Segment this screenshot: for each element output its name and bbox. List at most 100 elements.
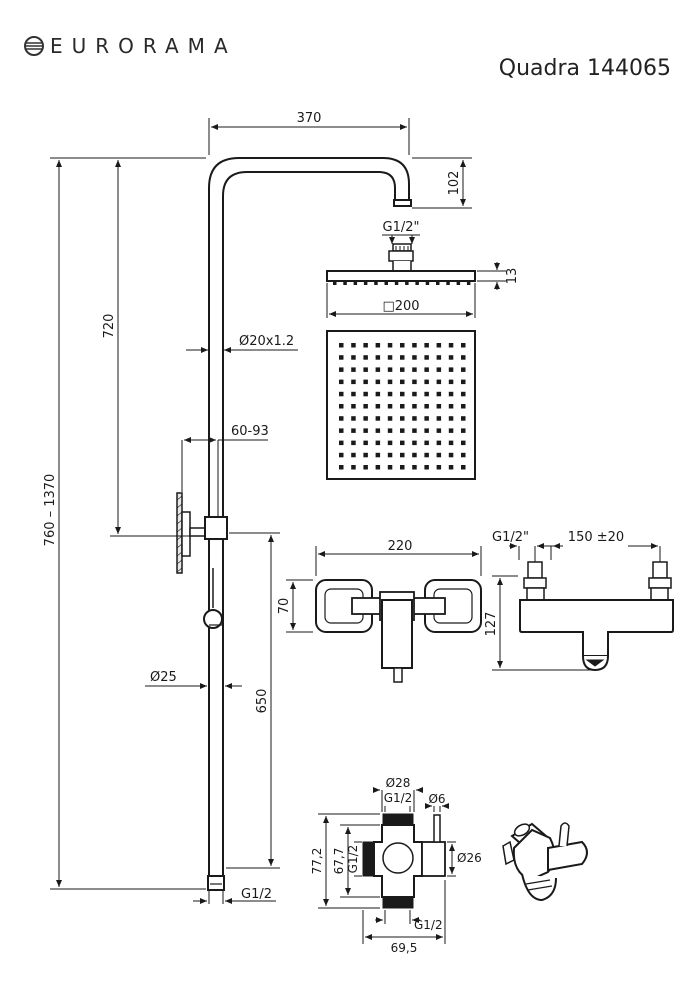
dim-head-thickness: 13 xyxy=(505,268,520,285)
nozzle-dot xyxy=(387,465,393,470)
nozzle-dot xyxy=(424,355,429,360)
dim-total-height: 760 – 1370 xyxy=(43,474,58,547)
dim-head-size: □200 xyxy=(382,299,419,314)
nozzle-dot xyxy=(424,343,429,348)
nozzle-dot xyxy=(363,416,368,421)
dim-thermo-thread: G1/2" xyxy=(492,530,529,545)
nozzle-dot xyxy=(400,452,405,458)
nozzle-dot xyxy=(424,440,429,446)
brand-name: EURORAMA xyxy=(50,34,237,58)
nozzle-dot xyxy=(375,404,381,409)
head-nozzle xyxy=(415,282,419,285)
nozzle-dot xyxy=(363,428,368,433)
nozzle-dot xyxy=(375,343,381,348)
nozzle-dot xyxy=(448,343,454,348)
dim-div-dia-right: Ø26 xyxy=(457,851,482,865)
nozzle-dot xyxy=(461,452,466,458)
nozzle-dot xyxy=(339,391,344,397)
nozzle-dot xyxy=(363,379,368,385)
dim-mixer-width: 220 xyxy=(388,539,413,554)
nozzle-dot xyxy=(375,440,381,446)
nozzle-dot xyxy=(363,343,368,348)
nozzle-dot xyxy=(424,416,429,421)
dim-div-thread-top: G1/2 xyxy=(384,791,413,805)
nozzle-dot xyxy=(448,355,454,360)
nozzle-dot xyxy=(412,367,417,372)
nozzle-dot xyxy=(424,379,429,385)
head-nozzle xyxy=(353,282,358,285)
nozzle-dot xyxy=(448,416,454,421)
nozzle-dot xyxy=(339,367,344,372)
nozzle-dot xyxy=(448,367,454,372)
nozzle-dot xyxy=(412,428,417,433)
nozzle-dot xyxy=(387,355,393,360)
nozzle-dot xyxy=(351,440,356,446)
nozzle-dot xyxy=(412,343,417,348)
column-dimension-lines xyxy=(50,118,506,904)
dim-div-width: 69,5 xyxy=(391,941,418,955)
nozzle-dot xyxy=(351,379,356,385)
dim-mixer-height: 70 xyxy=(277,598,292,615)
nozzle-dot xyxy=(448,452,454,458)
nozzle-dot xyxy=(387,452,393,458)
head-nozzle xyxy=(394,282,399,285)
nozzle-dot xyxy=(363,440,368,446)
nozzle-dot xyxy=(412,379,417,385)
nozzle-dot xyxy=(461,343,466,348)
nozzle-dot xyxy=(375,465,381,470)
nozzle-dot xyxy=(363,404,368,409)
nozzle-dot xyxy=(461,391,466,397)
nozzle-dot xyxy=(363,355,368,360)
dim-div-dia-top: Ø28 xyxy=(386,776,411,790)
dim-div-height-outer: 77,2 xyxy=(310,848,324,875)
dim-bottom-thread: G1/2 xyxy=(241,887,272,902)
nozzle-dot xyxy=(448,379,454,385)
head-nozzle xyxy=(384,282,388,285)
nozzle-dot xyxy=(412,391,417,397)
nozzle-dot xyxy=(363,391,368,397)
nozzle-dot xyxy=(387,367,393,372)
thermostatic-mixer xyxy=(519,561,674,672)
nozzle-dot xyxy=(436,452,442,458)
dim-pipe-diameter: Ø20x1.2 xyxy=(239,334,294,349)
nozzle-dot xyxy=(339,465,344,470)
nozzle-dot xyxy=(412,416,417,421)
nozzle-dot xyxy=(400,428,405,433)
nozzle-dot xyxy=(400,379,405,385)
head-nozzle xyxy=(425,282,430,285)
mixer-dimension-lines xyxy=(286,546,482,633)
diverter-dimension-lines xyxy=(318,787,456,944)
nozzle-dot xyxy=(375,428,381,433)
head-nozzle xyxy=(363,282,368,285)
nozzle-dot xyxy=(400,391,405,397)
nozzle-dot xyxy=(351,355,356,360)
nozzle-dot xyxy=(339,452,344,458)
dim-div-thread-side: G1/2 xyxy=(346,845,360,874)
nozzle-dot xyxy=(363,465,368,470)
nozzle-dot xyxy=(351,452,356,458)
nozzle-dot xyxy=(387,440,393,446)
nozzle-dot xyxy=(375,391,381,397)
wall-mixer xyxy=(315,579,482,683)
nozzle-dot xyxy=(448,404,454,409)
nozzle-dot xyxy=(351,416,356,421)
dim-arm-drop: 102 xyxy=(447,171,462,196)
nozzle-dot xyxy=(436,367,442,372)
nozzle-dot xyxy=(375,452,381,458)
nozzle-dot xyxy=(436,428,442,433)
shower-column xyxy=(207,157,412,891)
nozzle-dot xyxy=(400,355,405,360)
head-nozzle xyxy=(456,282,461,285)
nozzle-dot xyxy=(412,465,417,470)
nozzle-dot xyxy=(412,404,417,409)
shower-plate xyxy=(326,330,476,480)
nozzle-dot xyxy=(436,440,442,446)
nozzle-dot xyxy=(375,367,381,372)
nozzle-dot xyxy=(424,367,429,372)
nozzle-dot xyxy=(351,367,356,372)
head-nozzle xyxy=(466,282,471,285)
head-nozzle xyxy=(405,282,409,285)
nozzle-dot xyxy=(412,355,417,360)
nozzle-dot xyxy=(424,465,429,470)
nozzle-dot xyxy=(351,343,356,348)
